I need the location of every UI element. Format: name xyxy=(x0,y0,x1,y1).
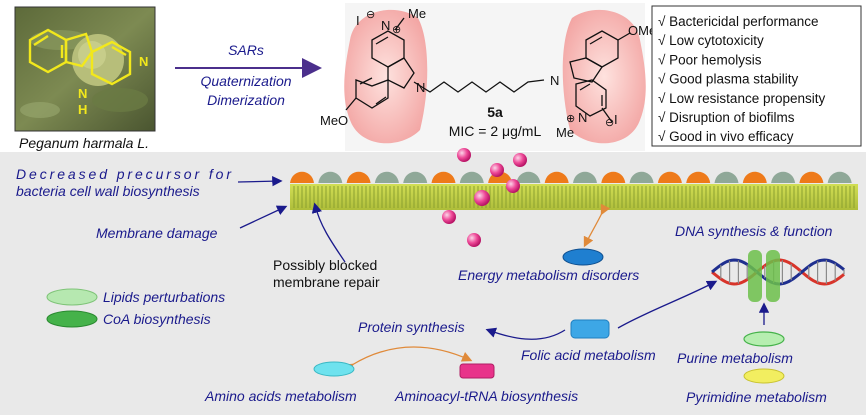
arrow-cell-wall xyxy=(237,175,283,187)
arrow-membrane-damage xyxy=(239,205,288,229)
benefit-item: √ Good in vivo efficacy xyxy=(658,129,794,144)
cell-membrane xyxy=(290,171,858,210)
arrow-membrane-repair xyxy=(311,202,346,263)
plant-indole-n: N xyxy=(78,86,87,101)
left-iodide-charge: ⊖ xyxy=(366,9,375,21)
right-iodide-charge: ⊖ xyxy=(605,117,614,129)
membrane-head xyxy=(459,171,484,183)
left-indole-n: N xyxy=(416,80,425,95)
membrane-head xyxy=(742,171,767,183)
membrane-head xyxy=(318,171,343,183)
label-folic: Folic acid metabolism xyxy=(521,347,656,363)
arrow-text-quaternization: Quaternization xyxy=(200,73,291,89)
label-energy: Energy metabolism disorders xyxy=(458,267,639,283)
compound-sphere xyxy=(442,210,456,224)
benefit-item: √ Bactericidal performance xyxy=(658,14,818,29)
lipids-capsule xyxy=(46,288,98,306)
membrane-head xyxy=(686,171,711,183)
arrow-folic-to-protein xyxy=(485,327,566,340)
membrane-head xyxy=(573,171,597,183)
arrow-text-dimerization: Dimerization xyxy=(207,92,285,108)
label-amino: Amino acids metabolism xyxy=(204,388,357,404)
membrane-head xyxy=(431,171,456,183)
arrow-amino-trna xyxy=(342,346,473,374)
left-harmine-structure xyxy=(345,17,545,111)
label-membrane-repair-2: membrane repair xyxy=(273,274,380,290)
membrane-head xyxy=(290,171,314,183)
right-indole-n: N xyxy=(550,73,559,88)
membrane-head xyxy=(629,171,654,183)
benefit-item: √ Low cytotoxicity xyxy=(658,33,764,48)
label-dna: DNA synthesis & function xyxy=(675,223,833,239)
dna-helix xyxy=(711,250,845,302)
compound-spheres xyxy=(442,148,527,247)
membrane-head xyxy=(374,171,399,183)
left-pyridinium-n: N xyxy=(381,18,390,33)
right-methoxy: OMe xyxy=(628,23,656,38)
compound-sphere xyxy=(467,233,481,247)
compound-mic: MIC = 2 μg/mL xyxy=(449,123,542,139)
benefits-list: √ Bactericidal performance √ Low cytotoxi… xyxy=(658,14,825,144)
plant-indole-h: H xyxy=(78,102,87,117)
left-wing xyxy=(344,9,428,144)
harmine-skeleton xyxy=(28,28,132,86)
arrow-text-sars: SARs xyxy=(228,42,264,58)
label-pyrimidine: Pyrimidine metabolism xyxy=(686,389,827,405)
right-methyl: Me xyxy=(556,125,574,140)
label-lipids: Lipids perturbations xyxy=(103,289,225,305)
membrane-head xyxy=(799,171,824,183)
membrane-head xyxy=(516,171,541,183)
left-iodide: I xyxy=(356,13,360,28)
membrane-head xyxy=(714,171,739,183)
benefit-item: √ Low resistance propensity xyxy=(658,91,825,106)
compound-sphere xyxy=(490,163,504,177)
pyrimidine-capsule xyxy=(743,368,785,384)
coa-capsule xyxy=(46,310,98,328)
compound-sphere xyxy=(506,179,520,193)
arrow-folic-to-dna xyxy=(617,280,718,329)
amino-capsule xyxy=(313,361,355,377)
right-iodide: I xyxy=(614,112,618,127)
membrane-head xyxy=(346,171,371,183)
left-pyridinium-charge: ⊕ xyxy=(392,24,401,36)
benefit-item: √ Disruption of biofilms xyxy=(658,110,795,125)
label-trna: Aminoacyl-tRNA biosynthesis xyxy=(394,388,578,404)
membrane-head xyxy=(771,171,796,183)
membrane-head xyxy=(657,171,682,183)
label-coa: CoA biosynthesis xyxy=(103,311,211,327)
compound-sphere xyxy=(513,153,527,167)
plant-photo xyxy=(14,6,156,132)
left-methyl: Me xyxy=(408,6,426,21)
compound-name: 5a xyxy=(487,104,503,120)
benefits-box xyxy=(651,5,862,147)
left-methoxy: MeO xyxy=(320,113,348,128)
folic-capsule xyxy=(570,319,610,339)
label-purine: Purine metabolism xyxy=(677,350,793,366)
arrow-energy xyxy=(583,203,611,248)
plant-pyridine-n: N xyxy=(139,54,148,69)
energy-capsule xyxy=(562,248,604,266)
label-protein: Protein synthesis xyxy=(358,319,465,335)
compound-sphere xyxy=(457,148,471,162)
membrane-head xyxy=(827,171,852,183)
right-harmine-structure xyxy=(569,30,631,123)
plant-label: Peganum harmala L. xyxy=(19,135,149,151)
membrane-head xyxy=(403,171,428,183)
label-cell-wall-1: Decreased precursor for xyxy=(16,166,232,182)
right-pyridinium-charge: ⊕ xyxy=(566,113,575,125)
right-pyridinium-n: N xyxy=(578,110,587,125)
membrane-head xyxy=(544,171,569,183)
right-wing xyxy=(562,9,646,144)
membrane-head xyxy=(601,171,626,183)
label-membrane-repair-1: Possibly blocked xyxy=(273,257,377,273)
benefit-item: √ Poor hemolysis xyxy=(658,52,762,67)
compound-sphere xyxy=(474,190,490,206)
purine-capsule xyxy=(743,331,785,347)
trna-capsule xyxy=(459,363,495,379)
benefit-item: √ Good plasma stability xyxy=(658,72,798,87)
label-membrane-damage: Membrane damage xyxy=(96,225,218,241)
label-cell-wall-2: bacteria cell wall biosynthesis xyxy=(16,183,200,199)
